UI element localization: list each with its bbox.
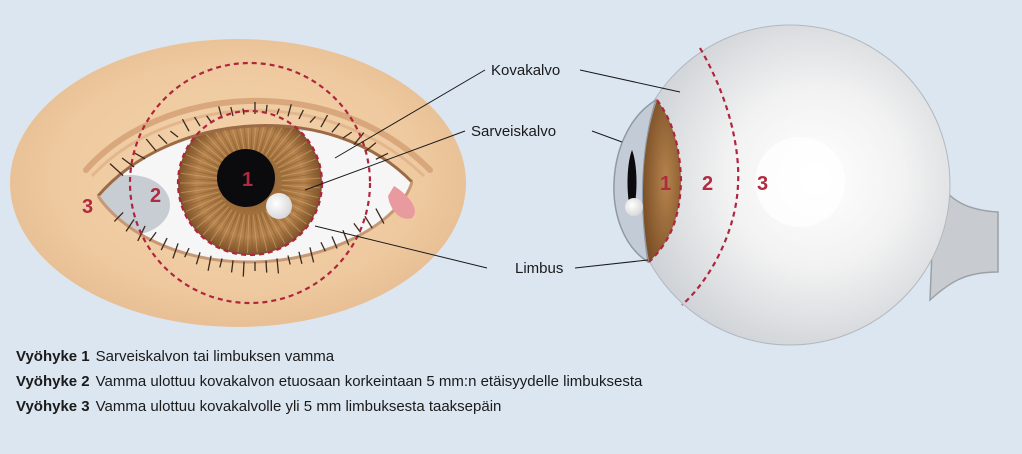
eyelash	[266, 261, 267, 273]
legend-row-zone-3: Vyöhyke 3 Vamma ulottuu kovakalvolle yli …	[16, 394, 642, 419]
legend-zone-2-text: Vamma ulottuu kovakalvon etuosaan korkei…	[96, 373, 643, 390]
sclera-leader-side	[580, 70, 680, 92]
light-reflection-side	[625, 198, 643, 216]
zone-2-number-side: 2	[702, 173, 713, 195]
limbus-label: Limbus	[515, 260, 563, 277]
zone-1-number-front: 1	[242, 169, 253, 191]
eyeball-highlight	[755, 137, 845, 227]
legend-zone-3-title: Vyöhyke 3	[16, 398, 90, 415]
limbus-leader-side	[575, 260, 648, 268]
zone-3-number-front: 3	[82, 196, 93, 218]
zone-1-number-side: 1	[660, 173, 671, 195]
legend-row-zone-1: Vyöhyke 1 Sarveiskalvon tai limbuksen vam…	[16, 344, 642, 369]
legend-row-zone-2: Vyöhyke 2 Vamma ulottuu kovakalvon etuosa…	[16, 369, 642, 394]
zone-3-number-side: 3	[757, 173, 768, 195]
light-reflection	[266, 193, 292, 219]
cornea-label: Sarveiskalvo	[471, 123, 556, 140]
cornea-leader-side	[592, 131, 622, 142]
zone-2-number-front: 2	[150, 185, 161, 207]
eyelash	[243, 262, 244, 277]
legend-zone-1-title: Vyöhyke 1	[16, 348, 90, 365]
legend-zone-1-text: Sarveiskalvon tai limbuksen vamma	[96, 348, 334, 365]
sclera-label: Kovakalvo	[491, 62, 560, 79]
zone-legend: Vyöhyke 1 Sarveiskalvon tai limbuksen vam…	[16, 344, 642, 419]
legend-zone-3-text: Vamma ulottuu kovakalvolle yli 5 mm limb…	[96, 398, 502, 415]
legend-zone-2-title: Vyöhyke 2	[16, 373, 90, 390]
